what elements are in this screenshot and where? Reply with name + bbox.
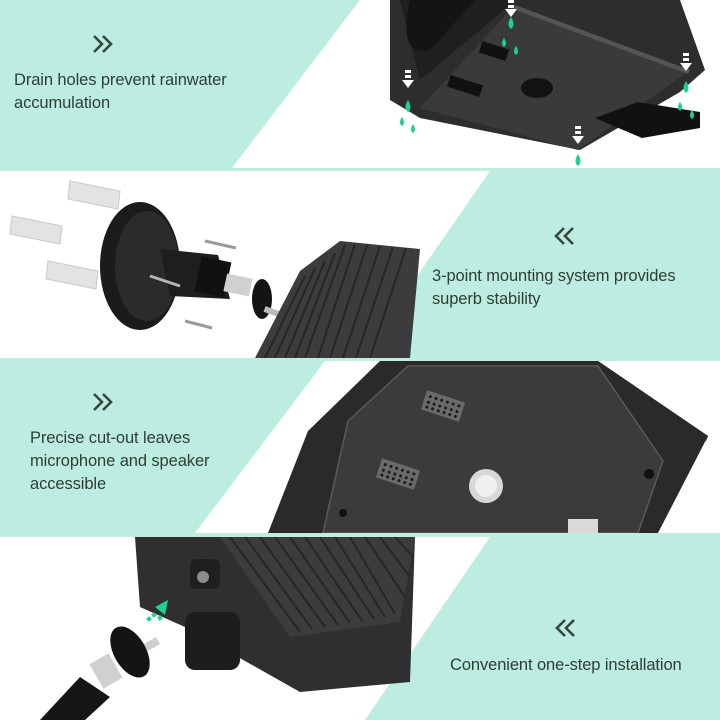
panel-separator — [0, 168, 720, 171]
feature-text: 3-point mounting system provides superb … — [432, 267, 676, 308]
panel-one-step-installation: Convenient one-step installation — [0, 537, 720, 720]
feature-text: Convenient one-step installation — [450, 656, 682, 674]
panel-separator — [0, 533, 720, 537]
feature-text: Drain holes prevent rainwater accumulati… — [14, 71, 227, 112]
mount-screw-illustration — [0, 537, 500, 720]
feature-text: Precise cut-out leaves microphone and sp… — [30, 429, 210, 493]
panel-separator — [0, 358, 720, 361]
double-chevron-right-icon — [91, 34, 117, 54]
wall-mount-bracket-illustration — [0, 171, 440, 358]
double-chevron-left-icon — [550, 226, 576, 246]
double-chevron-left-icon — [551, 618, 577, 638]
double-chevron-right-icon — [91, 392, 117, 412]
panel-drain-holes: Drain holes prevent rainwater accumulati… — [0, 0, 720, 168]
panel-precise-cutout: Precise cut-out leaves microphone and sp… — [0, 361, 720, 533]
mount-bottom-illustration — [380, 0, 720, 168]
camera-back-illustration — [268, 361, 720, 533]
panel-mounting-system: 3-point mounting system provides superb … — [0, 171, 720, 358]
